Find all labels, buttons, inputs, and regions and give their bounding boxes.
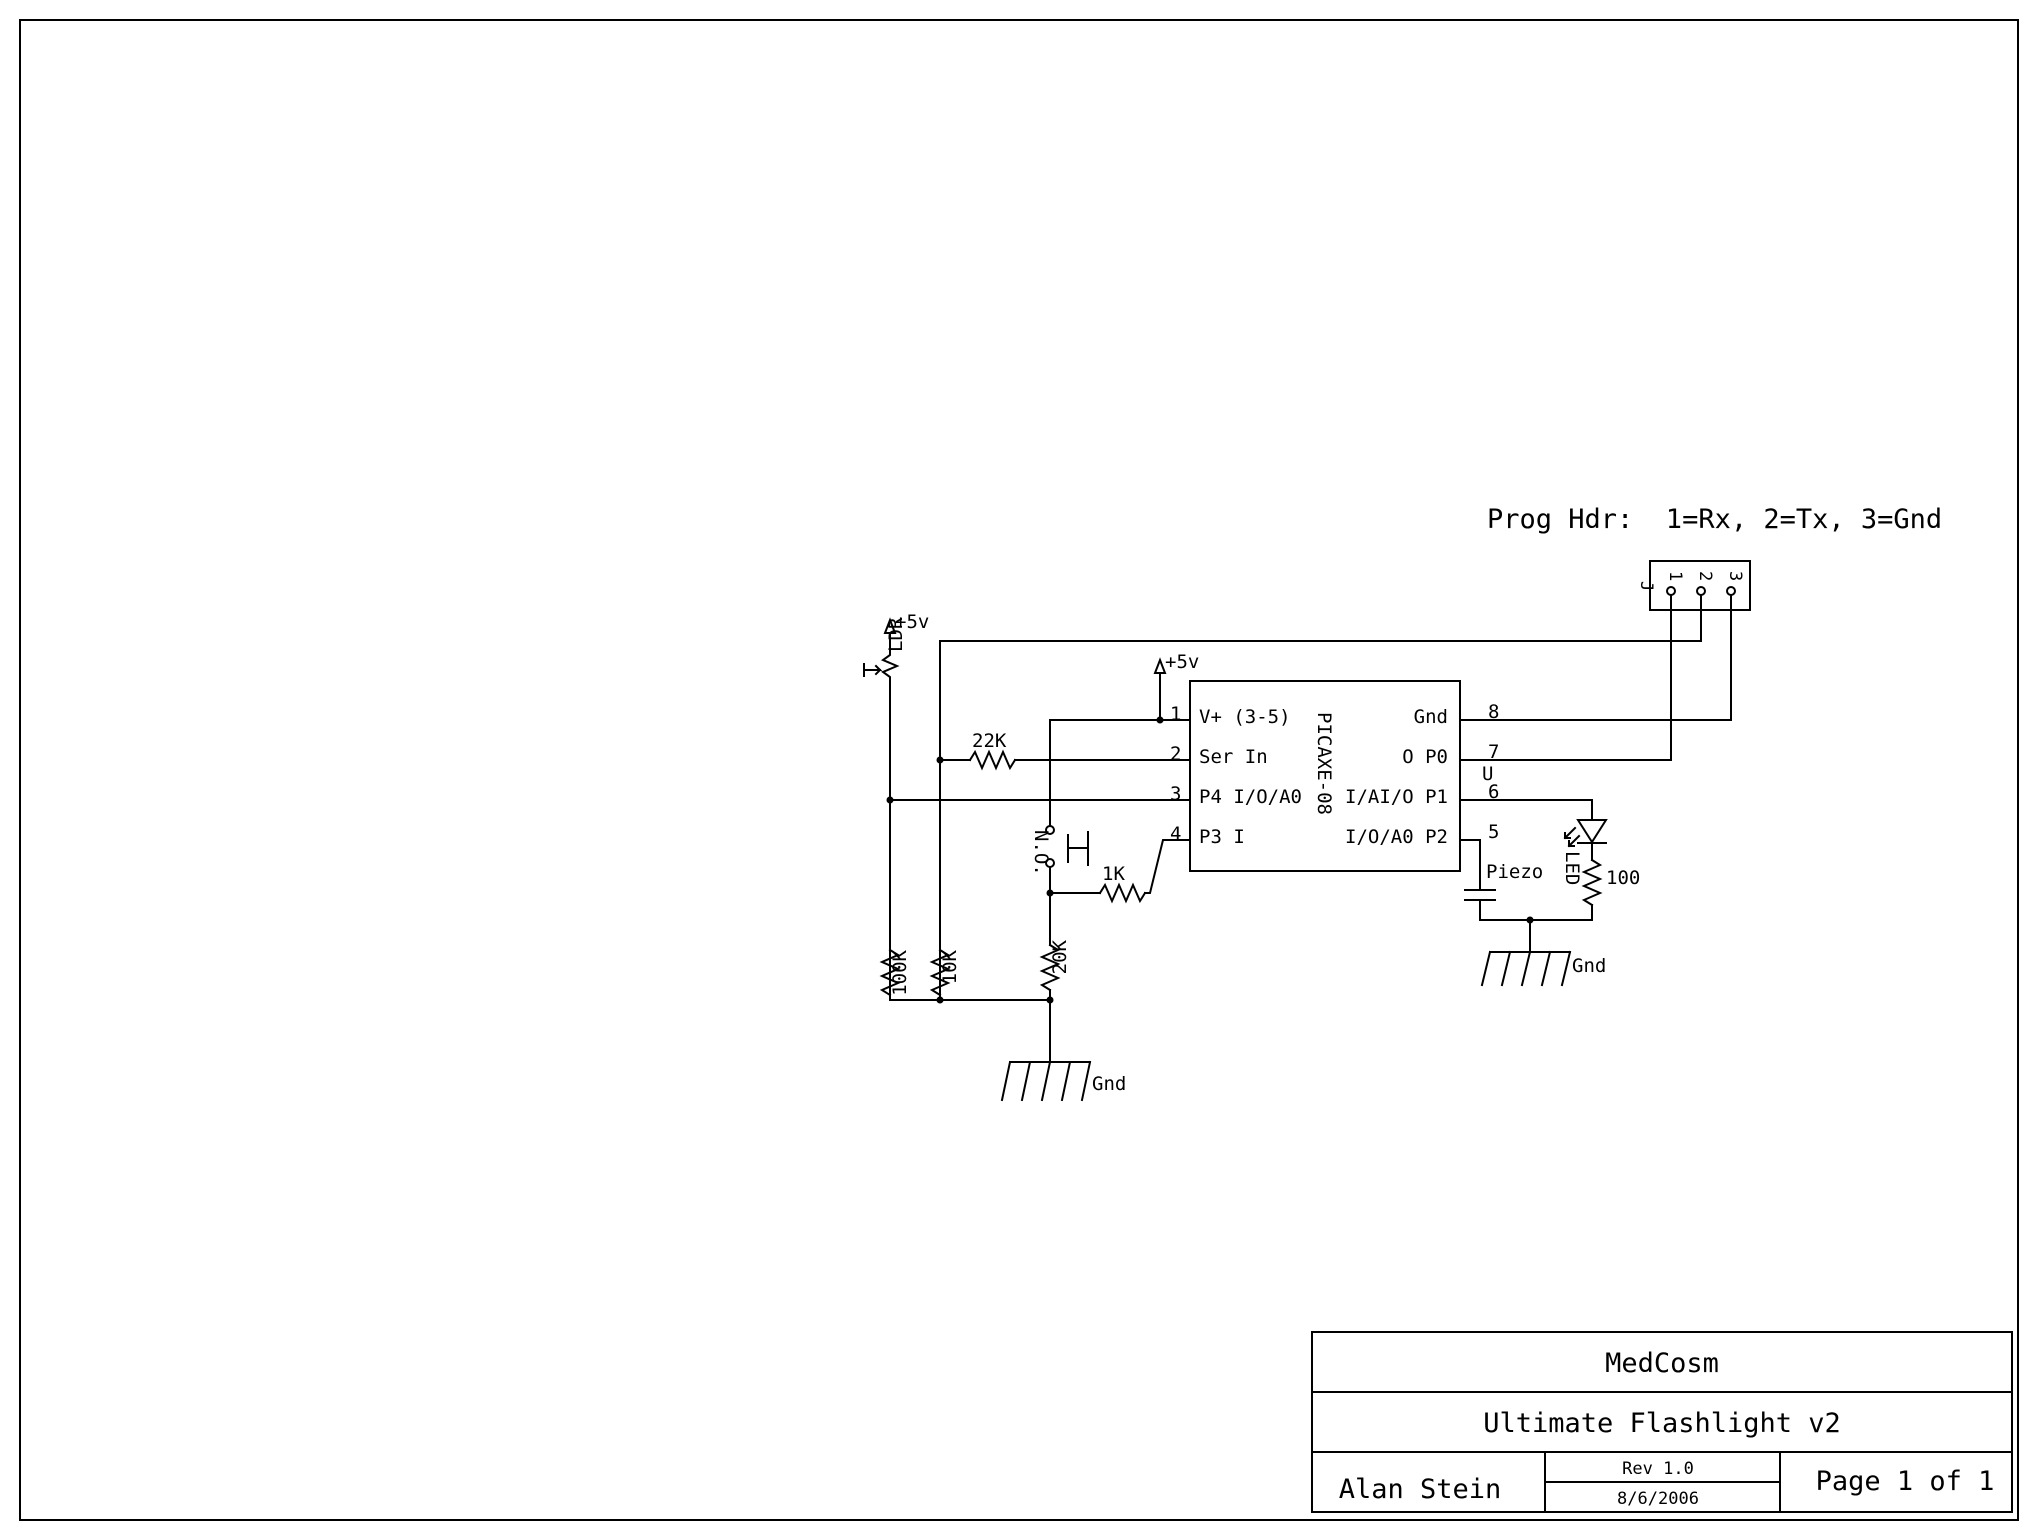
ic-label-vplus: V+ (3-5) [1199, 706, 1291, 728]
ic-name: PICAXE-08 [1313, 712, 1335, 815]
junction-gnd-10k [936, 996, 944, 1004]
prog-header-note: Prog Hdr: 1=Rx, 2=Tx, 3=Gnd [1487, 504, 1942, 535]
ldr-label: LDR [885, 617, 907, 652]
junction-serin [936, 756, 944, 764]
supply-5v-ldr-label: +5v [895, 611, 929, 633]
ic-pin-2: 2 [1170, 743, 1181, 765]
title-block-date: 8/6/2006 [1617, 1489, 1699, 1509]
resistor-100: 100 [1581, 858, 1640, 907]
ic-pin-7: 7 [1488, 741, 1499, 763]
title-block-revision: Rev 1.0 [1622, 1459, 1694, 1479]
ic-label-p4: P4 I/O/A0 [1199, 786, 1302, 808]
connector-ref: J [1636, 581, 1656, 591]
resistor-1k-label: 1K [1102, 863, 1125, 885]
sheet-border [19, 19, 2019, 1521]
switch-label: N.O. [1030, 830, 1052, 876]
resistor-1k: 1K [1098, 863, 1147, 904]
led-label: LED [1561, 851, 1583, 885]
resistor-100-label: 100 [1606, 867, 1640, 889]
title-block-page: Page 1 of 1 [1816, 1466, 1995, 1497]
ic-pin-4: 4 [1170, 823, 1181, 845]
switch-no: N.O. [1030, 825, 1089, 876]
ic-label-serin: Ser In [1199, 746, 1268, 768]
wire-ground-bus [889, 989, 1051, 1001]
ic-pin-1: 1 [1170, 703, 1181, 725]
ground-output-label: Gnd [1572, 955, 1606, 977]
ground-symbol-output: Gnd [1480, 950, 1606, 987]
ic-label-gnd: Gnd [1414, 706, 1448, 728]
piezo: Piezo [1464, 861, 1543, 901]
ldr: LDR [863, 617, 907, 701]
ic-pin-6: 6 [1488, 781, 1499, 803]
connector-pin-2: 2 [1695, 571, 1715, 581]
ic-pin-5: 5 [1488, 821, 1499, 843]
ic-pin-3: 3 [1170, 783, 1181, 805]
piezo-label: Piezo [1486, 861, 1543, 883]
junction-vplus [1156, 716, 1164, 724]
title-block-title: Ultimate Flashlight v2 [1483, 1408, 1841, 1439]
resistor-10k-label: 10K [939, 949, 961, 984]
resistor-20k: 20K [1039, 939, 1071, 992]
wire-gnd-hdr [1459, 594, 1732, 721]
ic-label-p1: I/AI/O P1 [1345, 786, 1448, 808]
ic-label-p3: P3 I [1199, 826, 1245, 848]
resistor-10k: 10K [929, 948, 961, 997]
wire-100-ground [1529, 904, 1593, 921]
junction-gnd-output [1526, 916, 1534, 924]
resistor-100k-label: 100K [889, 949, 911, 995]
connector-pin-1: 1 [1665, 571, 1685, 581]
title-block: MedCosm Ultimate Flashlight v2 Alan Stei… [1311, 1331, 2013, 1513]
ic-label-p2: I/O/A0 P2 [1345, 826, 1448, 848]
connector-j: J 1 2 3 [1636, 560, 1751, 611]
ic-picaxe-08: PICAXE-08 U V+ (3-5) Ser In P4 I/O/A0 P3… [1170, 680, 1499, 872]
resistor-20k-label: 20K [1049, 939, 1071, 974]
ic-pin-8: 8 [1488, 701, 1499, 723]
resistor-100k: 100K [879, 948, 911, 997]
junction-ldr-p4 [886, 796, 894, 804]
resistor-22k-label: 22K [972, 730, 1007, 752]
resistor-22k: 22K [968, 730, 1017, 771]
wire-piezo-ground [1479, 899, 1531, 951]
wire-rx [1459, 594, 1672, 761]
wire-p3 [1144, 839, 1191, 894]
ic-label-p0: O P0 [1402, 746, 1448, 768]
title-block-company: MedCosm [1605, 1348, 1719, 1379]
ic-ref: U [1482, 763, 1493, 785]
supply-5v-ic-label: +5v [1165, 651, 1199, 673]
ground-main-label: Gnd [1092, 1073, 1126, 1095]
wire-p2-piezo [1459, 839, 1481, 891]
title-block-author: Alan Stein [1339, 1474, 1502, 1505]
connector-pin-3: 3 [1725, 571, 1745, 581]
junction-gnd-20k [1046, 996, 1054, 1004]
pin-stub-right [1459, 719, 1593, 841]
wire-vplus-switch [1049, 719, 1161, 826]
supply-5v-ic-arrow [1153, 657, 1167, 674]
ground-symbol-main: Gnd [1000, 1060, 1126, 1102]
wire-tx [939, 594, 1702, 1001]
led: LED [1561, 799, 1608, 885]
